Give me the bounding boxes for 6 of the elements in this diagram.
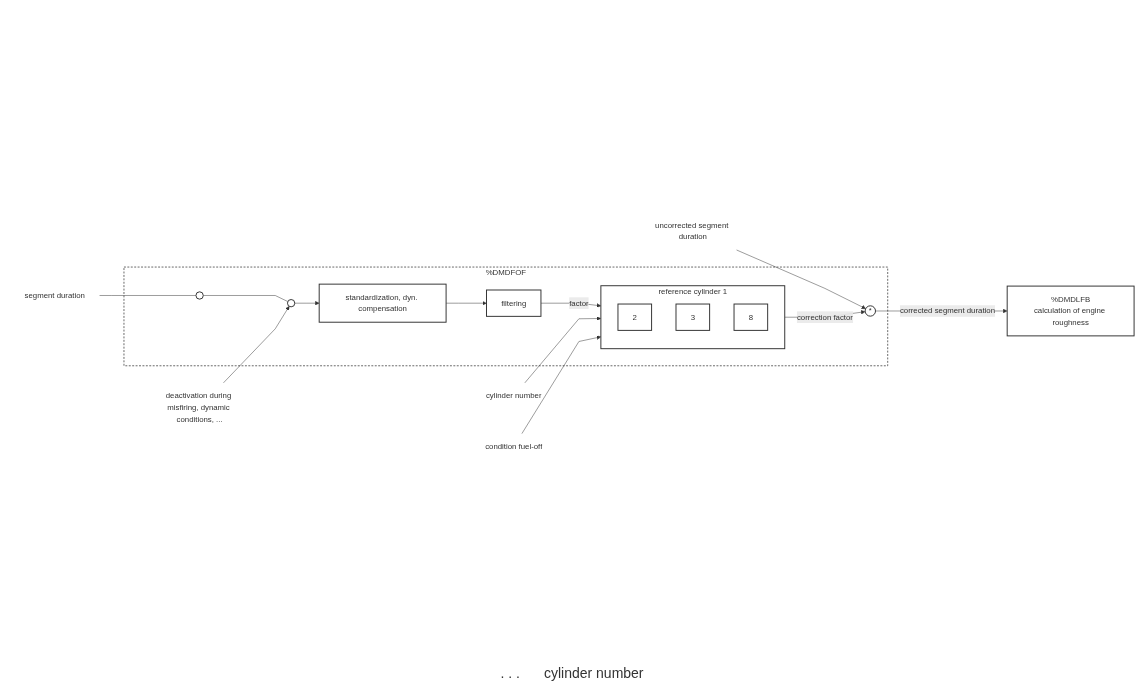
connector <box>99 294 197 296</box>
node-circle <box>286 298 296 307</box>
note-text: cylinder number <box>543 665 644 681</box>
note-text: . . . <box>500 665 520 681</box>
node-circle <box>195 290 204 300</box>
connector <box>203 294 289 302</box>
